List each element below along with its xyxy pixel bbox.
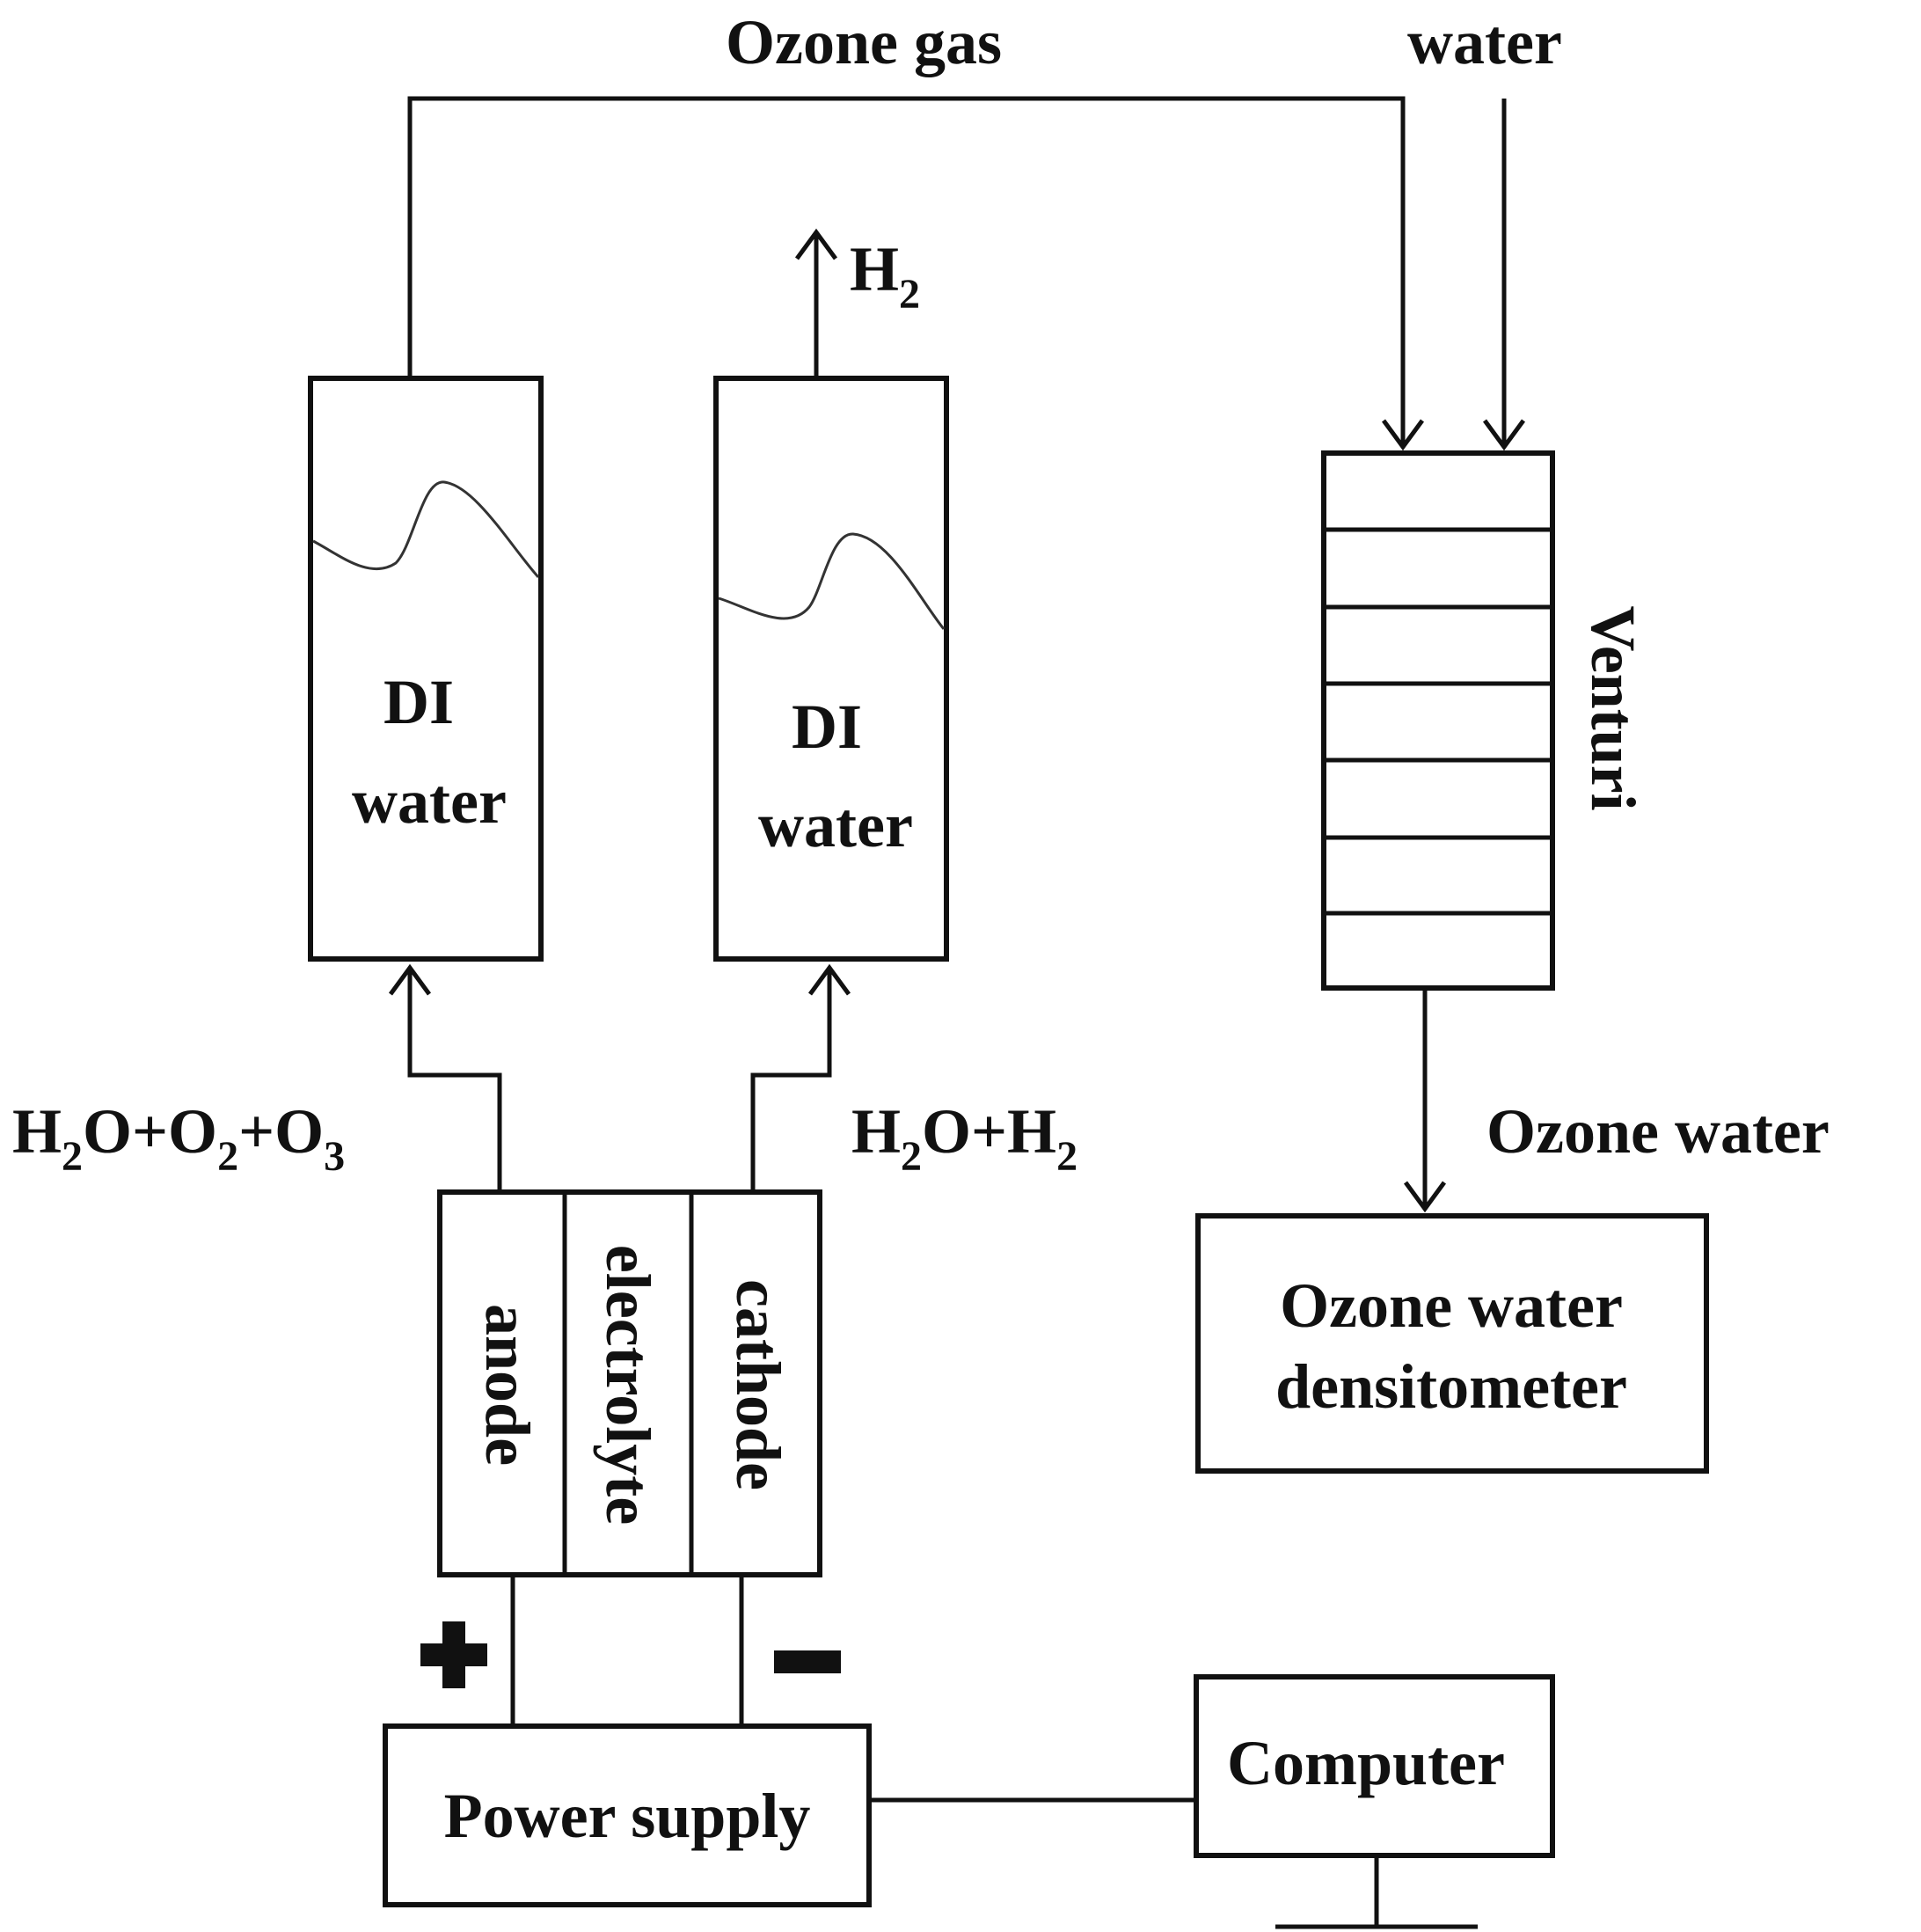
cathode-label: cathode xyxy=(723,1279,793,1490)
water-inlet-arrowhead xyxy=(1482,419,1526,451)
anode-products-label: H2O+O2+O3 xyxy=(12,1096,345,1180)
di-water-left-label: water xyxy=(352,766,507,837)
electrolyte-label: electrolyte xyxy=(593,1245,663,1525)
water-level-wave-left xyxy=(312,480,540,578)
ozone-water-label: Ozone water xyxy=(1486,1096,1830,1167)
di-water-column-left xyxy=(308,376,544,962)
venturi-label: Venturi xyxy=(1578,605,1648,810)
ozone-water-arrowhead xyxy=(1403,1181,1447,1213)
computer-label: Computer xyxy=(1227,1728,1505,1798)
ozone-gas-pipe xyxy=(407,96,1406,447)
computer xyxy=(1194,1674,1555,1858)
ozone-water-densitometer xyxy=(1195,1213,1709,1474)
di-water-left-label: DI xyxy=(383,667,454,737)
water-inlet-label: water xyxy=(1407,7,1562,77)
cathode-product-pipe xyxy=(750,968,832,1189)
di-water-right-label: water xyxy=(758,790,913,860)
plus-icon xyxy=(420,1621,487,1688)
cathode-product-arrowhead xyxy=(807,963,851,996)
ozone-gas-arrowhead xyxy=(1381,419,1425,451)
di-water-right-label: DI xyxy=(792,692,862,762)
power-supply-label: Power supply xyxy=(444,1781,811,1851)
cathode-products-label: H2O+H2 xyxy=(851,1096,1077,1180)
di-water-column-right xyxy=(713,376,949,962)
anode-label: anode xyxy=(472,1304,543,1466)
anode-product-arrowhead xyxy=(388,963,432,996)
minus-icon xyxy=(774,1650,841,1673)
h2-outlet-arrowhead xyxy=(794,228,838,260)
ozone-gas-label: Ozone gas xyxy=(726,7,1002,77)
water-level-wave-right xyxy=(718,532,946,630)
venturi xyxy=(1321,450,1555,991)
anode-product-pipe xyxy=(407,968,502,1189)
power-supply xyxy=(383,1723,872,1907)
densitometer-label: densitometer xyxy=(1275,1351,1627,1422)
densitometer-label: Ozone water xyxy=(1280,1270,1623,1341)
h2-outlet-label: H2 xyxy=(850,234,920,318)
electrolytic-cell xyxy=(437,1189,822,1577)
